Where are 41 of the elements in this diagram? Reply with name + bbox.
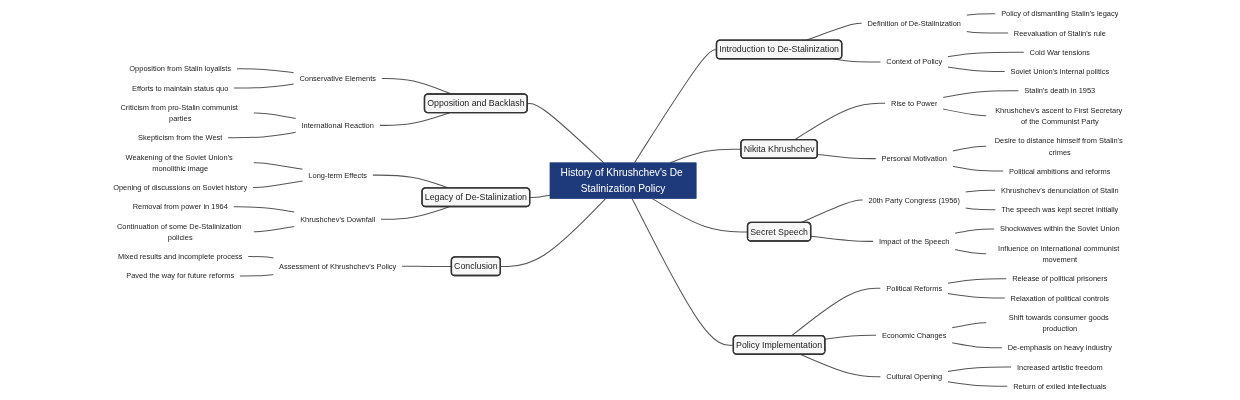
connector (793, 102, 887, 141)
connector (947, 381, 1009, 387)
connector (790, 287, 882, 337)
connector (965, 30, 1009, 34)
connector (800, 199, 864, 224)
connector (380, 206, 450, 220)
connector (951, 145, 988, 152)
connector (964, 207, 997, 211)
connector (951, 165, 1005, 172)
connector (232, 206, 296, 213)
connector (236, 68, 295, 74)
connector (800, 354, 882, 378)
connector (951, 322, 988, 329)
connector (252, 226, 296, 233)
connector (247, 256, 275, 259)
connector (947, 366, 1013, 372)
connector (947, 66, 1006, 73)
connector (233, 83, 295, 89)
connector (239, 274, 275, 277)
connector (252, 162, 304, 170)
connector (947, 51, 1025, 58)
connector (527, 103, 605, 164)
connector (947, 292, 1006, 299)
node-box: History of Khrushchev's De Stalinization Policy (549, 162, 697, 199)
connector (500, 198, 607, 268)
connector (824, 334, 877, 340)
connector (965, 13, 997, 16)
connector (529, 194, 551, 199)
connector (252, 180, 304, 189)
connector (227, 131, 297, 139)
connector (252, 112, 297, 119)
connector (810, 235, 875, 242)
connector (947, 278, 1008, 284)
connector (954, 228, 996, 234)
connector (942, 108, 988, 117)
connector (951, 342, 1003, 349)
connector (378, 112, 450, 126)
connector (964, 189, 996, 193)
connector (817, 153, 877, 160)
connector (942, 90, 1020, 99)
connector (954, 248, 988, 255)
